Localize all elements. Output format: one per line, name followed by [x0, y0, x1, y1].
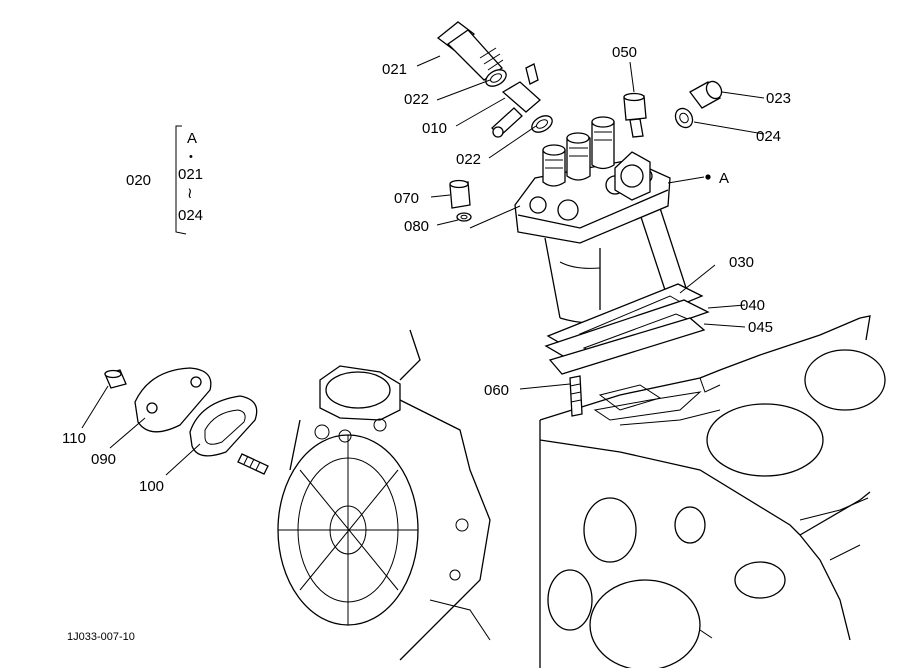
- callout-023[interactable]: 023: [766, 90, 791, 107]
- callout-100[interactable]: 100: [139, 478, 164, 495]
- callout-A[interactable]: A: [719, 170, 729, 187]
- callout-050[interactable]: 050: [612, 44, 637, 61]
- callout-110[interactable]: 110: [62, 430, 86, 447]
- leader-dot-A: [705, 174, 711, 180]
- callout-024[interactable]: 024: [756, 128, 781, 145]
- kit-group-020: 020 A • 021 ≀ 024: [126, 130, 203, 224]
- kit-tilde: ≀: [187, 185, 193, 202]
- pump-gaskets: [544, 283, 710, 417]
- kit-dot: •: [189, 151, 193, 163]
- callout-021[interactable]: 021: [382, 61, 407, 78]
- callout-040[interactable]: 040: [740, 297, 765, 314]
- callout-045[interactable]: 045: [748, 319, 773, 336]
- callout-022-upper[interactable]: 022: [404, 91, 429, 108]
- callout-080[interactable]: 080: [404, 218, 429, 235]
- injection-pump: [514, 116, 691, 324]
- leader-lines: [81, 55, 765, 476]
- callout-090[interactable]: 090: [91, 451, 116, 468]
- overflow-fittings: [436, 21, 723, 222]
- kit-line-021: 021: [178, 166, 203, 183]
- callout-060[interactable]: 060: [484, 382, 509, 399]
- drawing-code: 1J033-007-10: [67, 631, 135, 643]
- callout-010[interactable]: 010: [422, 120, 447, 137]
- cover-plate-assembly: [104, 367, 269, 475]
- callout-030[interactable]: 030: [729, 254, 754, 271]
- gear-case: [277, 329, 491, 661]
- callout-labels: 021 022 010 022 050 023 024 A 070 080 03…: [62, 44, 791, 495]
- kit-number[interactable]: 020: [126, 172, 151, 189]
- callout-070[interactable]: 070: [394, 190, 419, 207]
- engine-block: [539, 315, 886, 668]
- callout-022-lower[interactable]: 022: [456, 151, 481, 168]
- kit-line-a: A: [187, 130, 197, 147]
- kit-line-024: 024: [178, 207, 203, 224]
